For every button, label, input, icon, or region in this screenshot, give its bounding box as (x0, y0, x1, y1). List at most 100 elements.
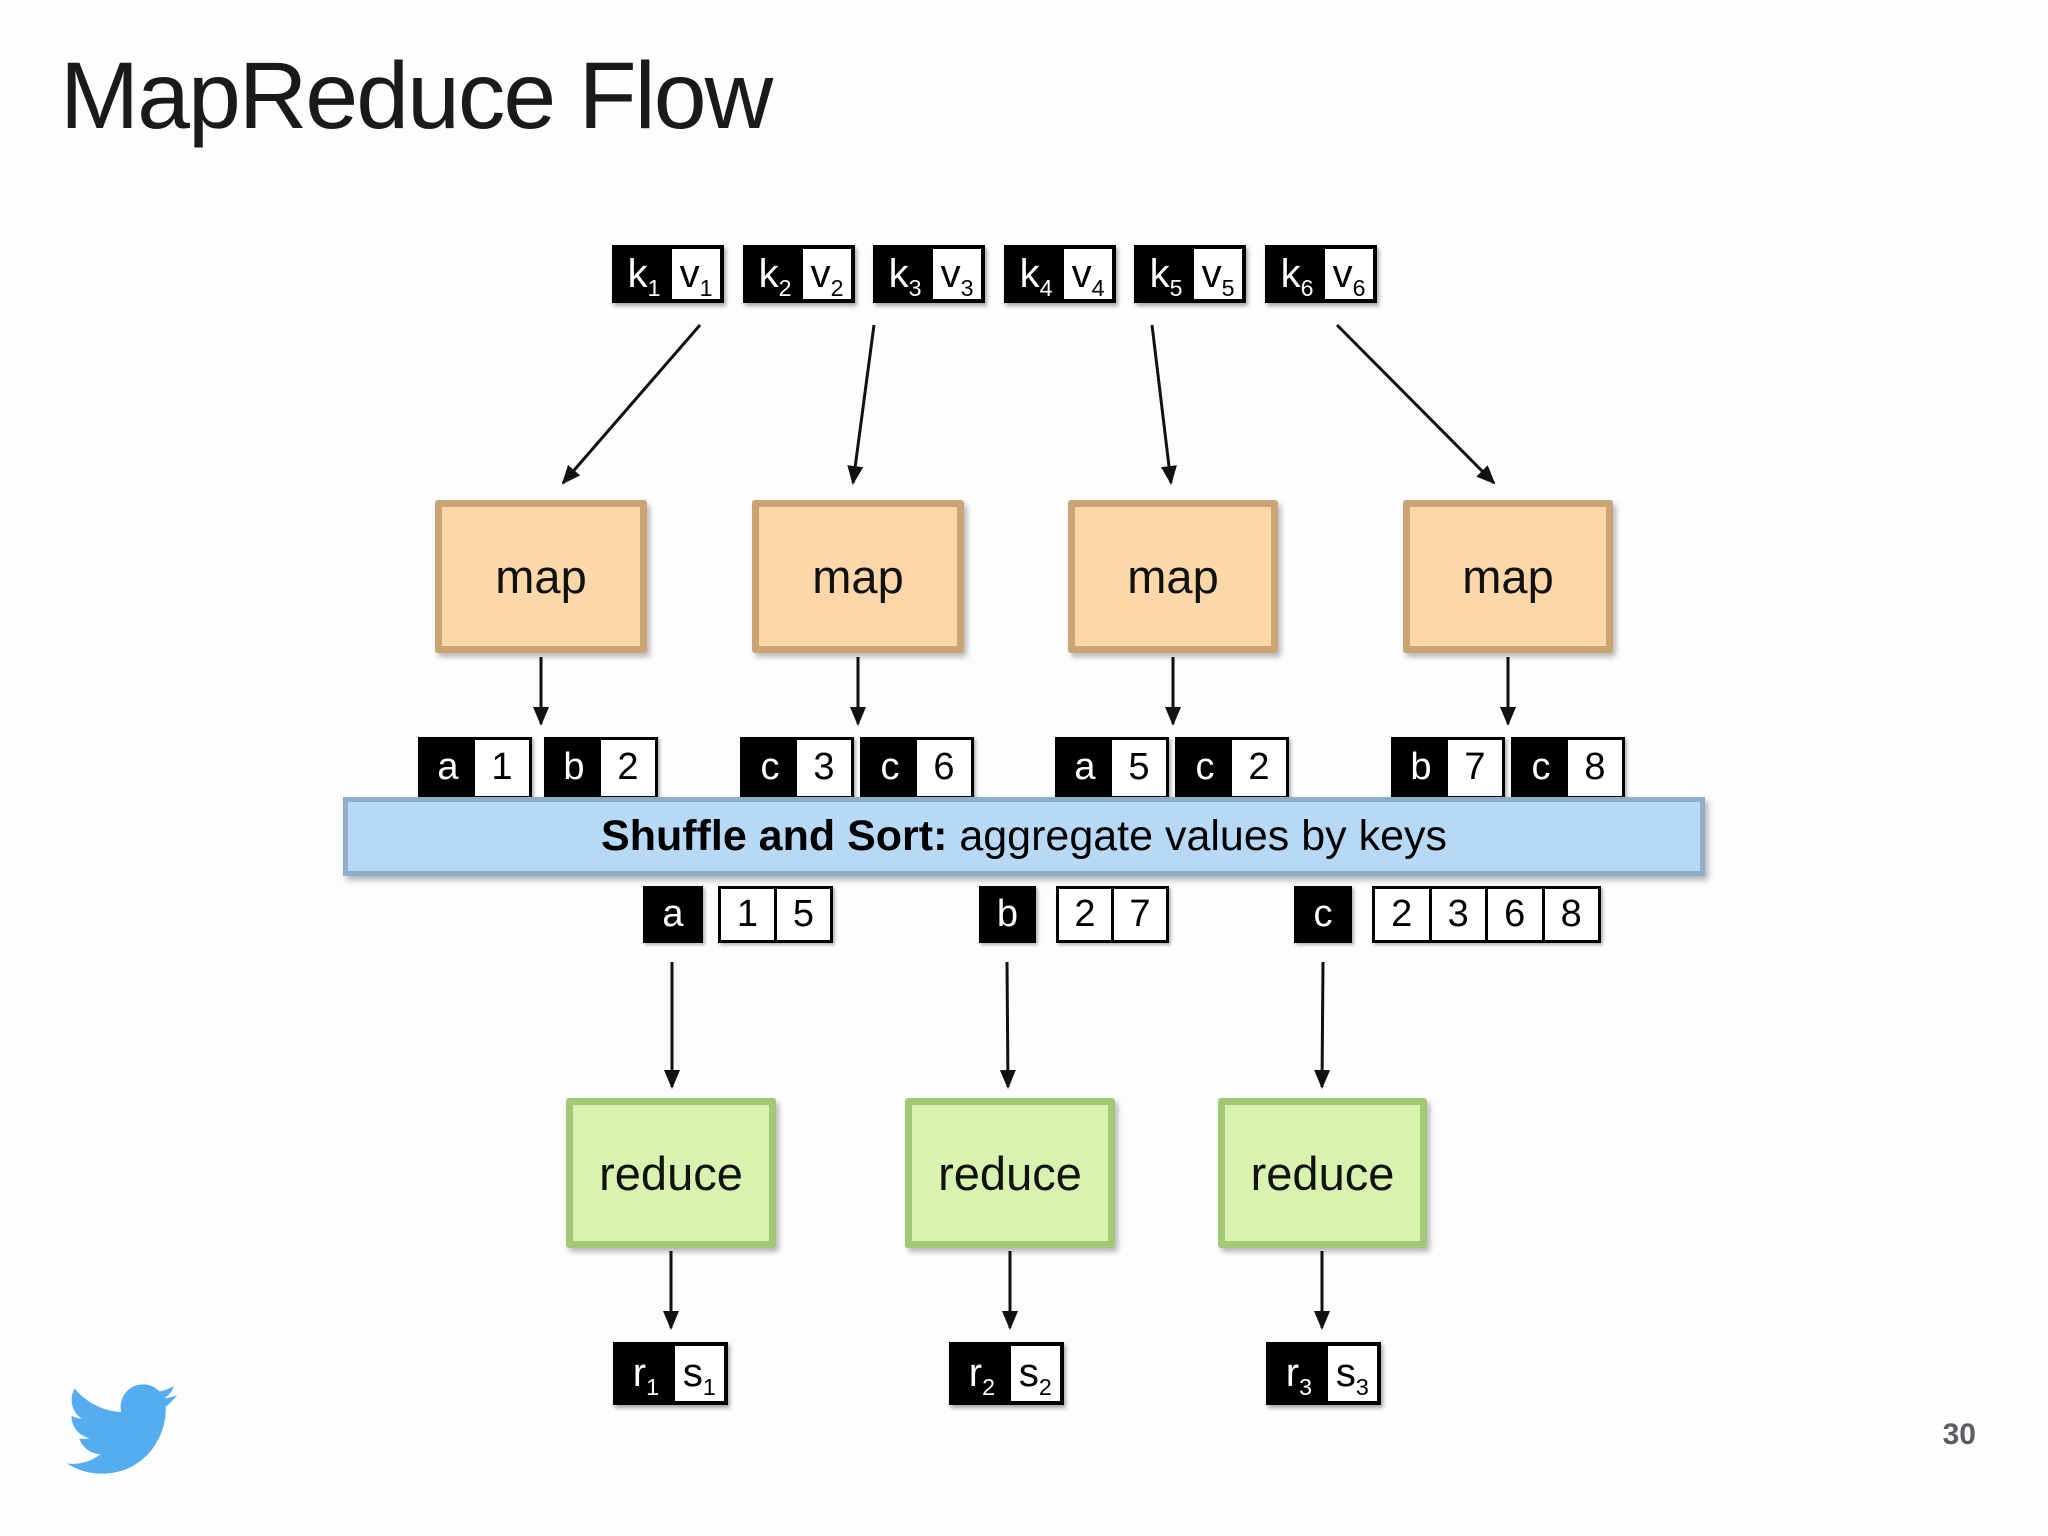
key-text: k (1280, 252, 1301, 296)
key-text: r (632, 1351, 647, 1395)
arrow-group-b-to-reduce2 (999, 961, 1016, 1089)
value-cell: v6 (1325, 249, 1373, 301)
page-number: 30 (1942, 1418, 1976, 1451)
key-cell: r2 (953, 1346, 1011, 1401)
key-cell: r3 (1270, 1346, 1328, 1401)
value-text: v (940, 252, 961, 296)
arrow-input-to-map2 (847, 324, 876, 485)
value-text: 3 (813, 746, 835, 788)
value-cell: s3 (1327, 1346, 1377, 1401)
map-box-3: map (1068, 500, 1278, 653)
group-value-cell: 2 (1375, 889, 1429, 940)
value-text: s (1335, 1351, 1356, 1395)
map-box-4: map (1403, 500, 1613, 653)
key-text: k (1149, 252, 1170, 296)
output-pair-1: r1 s1 (613, 1342, 728, 1405)
value-subscript: 2 (830, 275, 844, 301)
key-subscript: 2 (778, 275, 792, 301)
value-cell: v1 (672, 249, 720, 300)
value-subscript: 1 (702, 1374, 716, 1400)
shuffle-sort-label-bold: Shuffle and Sort: (601, 812, 948, 860)
arrow-input-to-map4 (1335, 323, 1496, 485)
group-key-c: c (1294, 886, 1352, 943)
map1-output-pair-2: b 2 (544, 737, 658, 799)
group-value-text: 3 (1447, 893, 1469, 935)
value-cell: v2 (803, 249, 851, 301)
value-cell: 6 (917, 740, 971, 796)
key-cell: a (421, 740, 475, 796)
value-cell: s1 (674, 1346, 724, 1401)
value-cell: 5 (1112, 740, 1166, 796)
map-label: map (812, 550, 904, 603)
group-values-b: 2 7 (1056, 886, 1169, 943)
key-text: k (1019, 252, 1040, 296)
value-text: 6 (933, 746, 955, 788)
value-text: 2 (617, 746, 639, 788)
map2-output-pair-2: c 6 (860, 737, 974, 799)
value-cell: 7 (1448, 740, 1502, 796)
shuffle-sort-bar: Shuffle and Sort: aggregate values by ke… (343, 797, 1705, 876)
input-pair-3: k3 v3 (873, 245, 985, 303)
value-subscript: 3 (960, 275, 974, 301)
key-cell: b (547, 740, 601, 796)
group-key-text: b (996, 893, 1019, 935)
map-box-1: map (435, 500, 647, 653)
group-value-text: 2 (1074, 893, 1096, 935)
page-title: MapReduce Flow (60, 43, 773, 149)
key-cell: c (1178, 740, 1232, 796)
reduce-label: reduce (938, 1146, 1082, 1200)
key-text: k (627, 252, 648, 296)
value-cell: v4 (1064, 249, 1112, 301)
key-subscript: 4 (1039, 275, 1053, 301)
key-text: a (437, 746, 459, 788)
map-label: map (1127, 550, 1219, 603)
twitter-bird-icon (67, 1384, 177, 1474)
group-values-c: 2 3 6 8 (1372, 886, 1601, 943)
value-text: 2 (1248, 746, 1270, 788)
group-value-cell: 8 (1541, 889, 1599, 940)
key-cell: k1 (616, 249, 673, 301)
group-value-cell: 6 (1485, 889, 1542, 940)
key-subscript: 1 (647, 275, 661, 301)
value-text: v (1071, 252, 1092, 296)
arrow-group-c-to-reduce3 (1314, 961, 1331, 1089)
key-cell: c (1514, 740, 1568, 796)
key-subscript: 5 (1169, 275, 1183, 301)
value-subscript: 6 (1352, 275, 1366, 301)
key-text: a (1074, 746, 1096, 788)
group-value-text: 5 (792, 893, 815, 935)
key-cell: k6 (1269, 249, 1326, 301)
map4-output-pair-1: b 7 (1391, 737, 1505, 799)
value-text: s (682, 1351, 703, 1395)
value-cell: 3 (797, 740, 851, 796)
group-value-text: 1 (736, 893, 759, 935)
output-pair-3: r3 s3 (1266, 1342, 1381, 1405)
value-cell: s2 (1010, 1346, 1060, 1401)
value-cell: 2 (1232, 740, 1286, 796)
key-subscript: 6 (1300, 275, 1314, 301)
key-text: k (888, 252, 909, 296)
reduce-box-2: reduce (905, 1098, 1115, 1248)
value-subscript: 4 (1091, 275, 1105, 301)
key-cell: k2 (747, 249, 804, 301)
value-text: 8 (1584, 746, 1606, 788)
key-text: k (758, 252, 779, 296)
input-pair-6: k6 v6 (1265, 245, 1377, 303)
value-text: v (810, 252, 831, 296)
key-cell: r1 (617, 1346, 675, 1401)
map4-output-pair-2: c 8 (1511, 737, 1625, 799)
key-text: c (880, 746, 900, 788)
map-label: map (1462, 550, 1554, 603)
key-text: c (1195, 746, 1215, 788)
value-subscript: 3 (1355, 1374, 1369, 1400)
key-cell: k5 (1138, 249, 1195, 301)
key-subscript: 3 (908, 275, 922, 301)
value-cell: 8 (1568, 740, 1622, 796)
group-value-cell: 1 (721, 889, 774, 940)
key-subscript: 3 (1299, 1374, 1312, 1400)
value-cell: 2 (601, 740, 655, 796)
value-text: 7 (1464, 746, 1486, 788)
map1-output-pair-1: a 1 (418, 737, 532, 799)
value-text: s (1018, 1351, 1039, 1395)
value-text: 5 (1128, 746, 1150, 788)
